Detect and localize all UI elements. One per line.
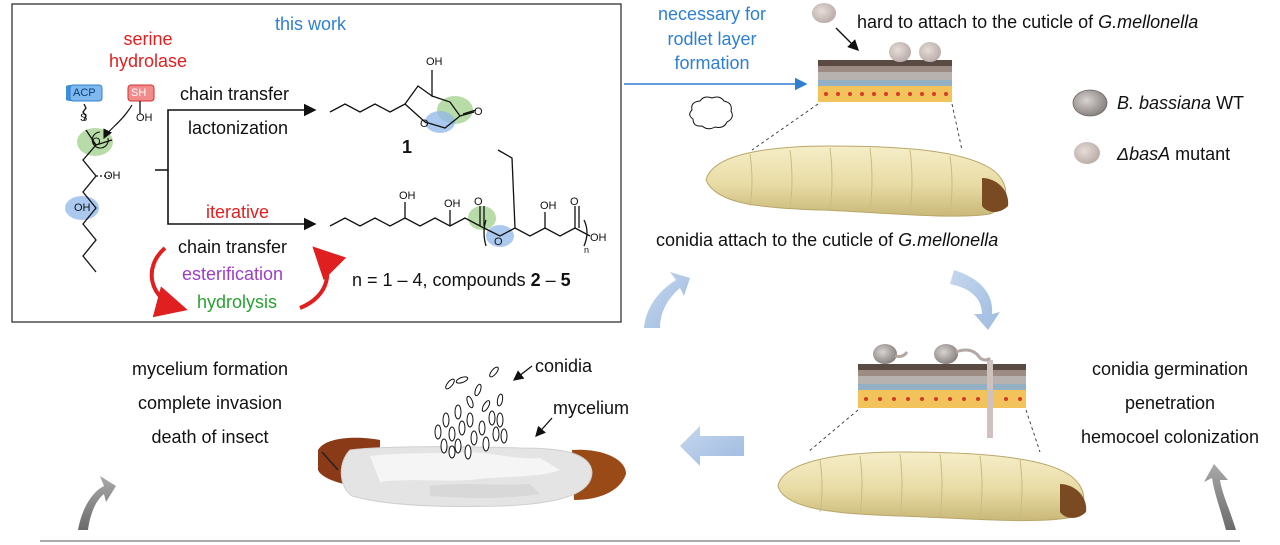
carbonyl-o-label: O (92, 136, 101, 148)
iterative-label: iterative (206, 202, 270, 222)
oligomer-oh-label-1: OH (399, 190, 416, 202)
attach-species: G.mellonella (898, 230, 999, 250)
conidium-top-2 (919, 42, 941, 62)
compound-5-number: 5 (560, 270, 571, 290)
compound1-ring-o-label: O (420, 118, 429, 130)
zoom-line-bottom-right (1025, 409, 1041, 453)
cycle-arrow-left (680, 426, 744, 466)
cycle-arrow-left (149, 246, 188, 318)
legend-wt-conidium (1072, 89, 1108, 117)
rodlet-note-line1: necessary for (657, 4, 767, 24)
left-step-3: death of insect (151, 427, 269, 447)
acp-tag (66, 84, 103, 102)
enzyme-label-line1: serine (123, 29, 173, 49)
legend-mutant-name: ΔbasA (1117, 144, 1171, 164)
oligomer-oh-label-2: OH (444, 198, 461, 210)
left-step-1: mycelium formation (131, 359, 289, 379)
hard-attach-arrow (835, 27, 859, 51)
acp-label: ACP (73, 87, 96, 99)
enzyme-label-line2: hydrolase (108, 51, 188, 71)
hydroxyl-label-1: OH (104, 170, 121, 182)
ring-arrow (91, 131, 109, 149)
hydrolysis-label: hydrolysis (197, 292, 278, 312)
compound-2-number: 2 (530, 270, 541, 290)
conidia-pointer-arrow (512, 365, 533, 381)
serine-oh-label: OH (136, 112, 153, 124)
this-work-box (11, 3, 622, 323)
legend-wt-species: B. bassiana (1117, 93, 1212, 113)
compounds-range-dash: – (540, 270, 561, 290)
cuticle-slab-bottom (858, 360, 1026, 438)
cycle-chain-transfer-label: chain transfer (178, 237, 288, 257)
compounds-range-text: n = 1 – 4, compounds (352, 270, 531, 290)
lactonization-label: lactonization (188, 118, 289, 138)
rodlet-note-line2: rodlet layer (667, 29, 757, 49)
larva-bottom (777, 451, 1087, 522)
oligomer-ester-o-label: O (494, 236, 503, 248)
compound1-carbonyl-o-label: O (474, 106, 483, 118)
cuticle-slab-top (818, 60, 952, 102)
sh-tag (127, 84, 155, 102)
sulfur-label: S (80, 112, 88, 124)
legend-mutant-suffix: mutant (1170, 144, 1231, 164)
this-work-title: this work (275, 14, 347, 34)
floating-conidia (445, 366, 504, 412)
conidium-top-left (812, 3, 836, 23)
thiol-attack-arrow (103, 104, 133, 140)
zoom-line-top-left (751, 103, 819, 151)
hard-attach-label: hard to attach to the cuticle of G.mello… (857, 11, 1198, 33)
right-step-3: hemocoel colonization (1080, 427, 1260, 447)
germ-tube-1 (894, 351, 909, 358)
oligomer-terminal-o-label: O (570, 196, 579, 208)
attach-text: conidia attach to the cuticle of (656, 230, 899, 250)
germ-tube-2 (955, 348, 992, 362)
compounds-range-label: n = 1 – 4, compounds 2 – 5 (352, 269, 571, 291)
compound1-oh-label: OH (426, 56, 443, 68)
oligomer-terminal-oh-label: OH (590, 232, 607, 244)
cycle-arrow-right (299, 246, 347, 310)
cycle-arrow-down-right (950, 270, 1000, 330)
hard-attach-species: G.mellonella (1098, 12, 1199, 32)
dead-larva (318, 437, 626, 508)
sh-label: SH (131, 87, 147, 99)
gray-arrow-left (78, 476, 116, 530)
oligomer-carbonyl-o-label: O (474, 196, 483, 208)
iterative-arrow (167, 170, 317, 231)
oligomer-oh-label-3: OH (540, 200, 557, 212)
blue-highlight-lactone (425, 111, 455, 133)
rodlet-note-line3: formation (674, 53, 750, 73)
branch-line (155, 103, 317, 171)
germinating-conidium-1 (873, 344, 897, 364)
oligomer-n-subscript: n (584, 245, 590, 255)
zoom-line-top-right (951, 103, 963, 151)
mycelium-label: mycelium (553, 398, 630, 418)
right-step-2: penetration (1124, 393, 1216, 413)
hydroxyl-label-2: OH (74, 202, 91, 214)
legend-mutant-conidium (1074, 142, 1100, 164)
compound-1-structure (329, 70, 477, 129)
rough-conidium-outline (689, 96, 733, 130)
conidia-label: conidia (535, 356, 593, 376)
gray-arrow-right (1204, 464, 1236, 530)
oligomer-structure (329, 149, 591, 247)
cycle-arrow-up-left (644, 272, 690, 328)
right-step-1: conidia germination (1091, 359, 1249, 379)
compound-1-number: 1 (402, 137, 413, 157)
zoom-line-bottom-left (807, 409, 859, 453)
hard-attach-text: hard to attach to the cuticle of (857, 12, 1099, 32)
chain-transfer-label-top: chain transfer (180, 84, 290, 104)
legend-mutant-label: ΔbasA mutant (1117, 143, 1230, 165)
legend-wt-suffix: WT (1211, 93, 1245, 113)
left-step-2: complete invasion (137, 393, 283, 413)
mycelium-pointer-arrow (535, 417, 553, 437)
larva-top (705, 145, 1009, 217)
mycelium-tuft (434, 404, 508, 460)
legend-wt-label: B. bassiana WT (1117, 92, 1244, 114)
substrate-structure (82, 101, 141, 273)
germinating-conidium-2 (934, 344, 958, 364)
esterification-label: esterification (182, 264, 284, 284)
conidium-top-1 (889, 42, 911, 62)
attach-label: conidia attach to the cuticle of G.mello… (656, 229, 998, 251)
